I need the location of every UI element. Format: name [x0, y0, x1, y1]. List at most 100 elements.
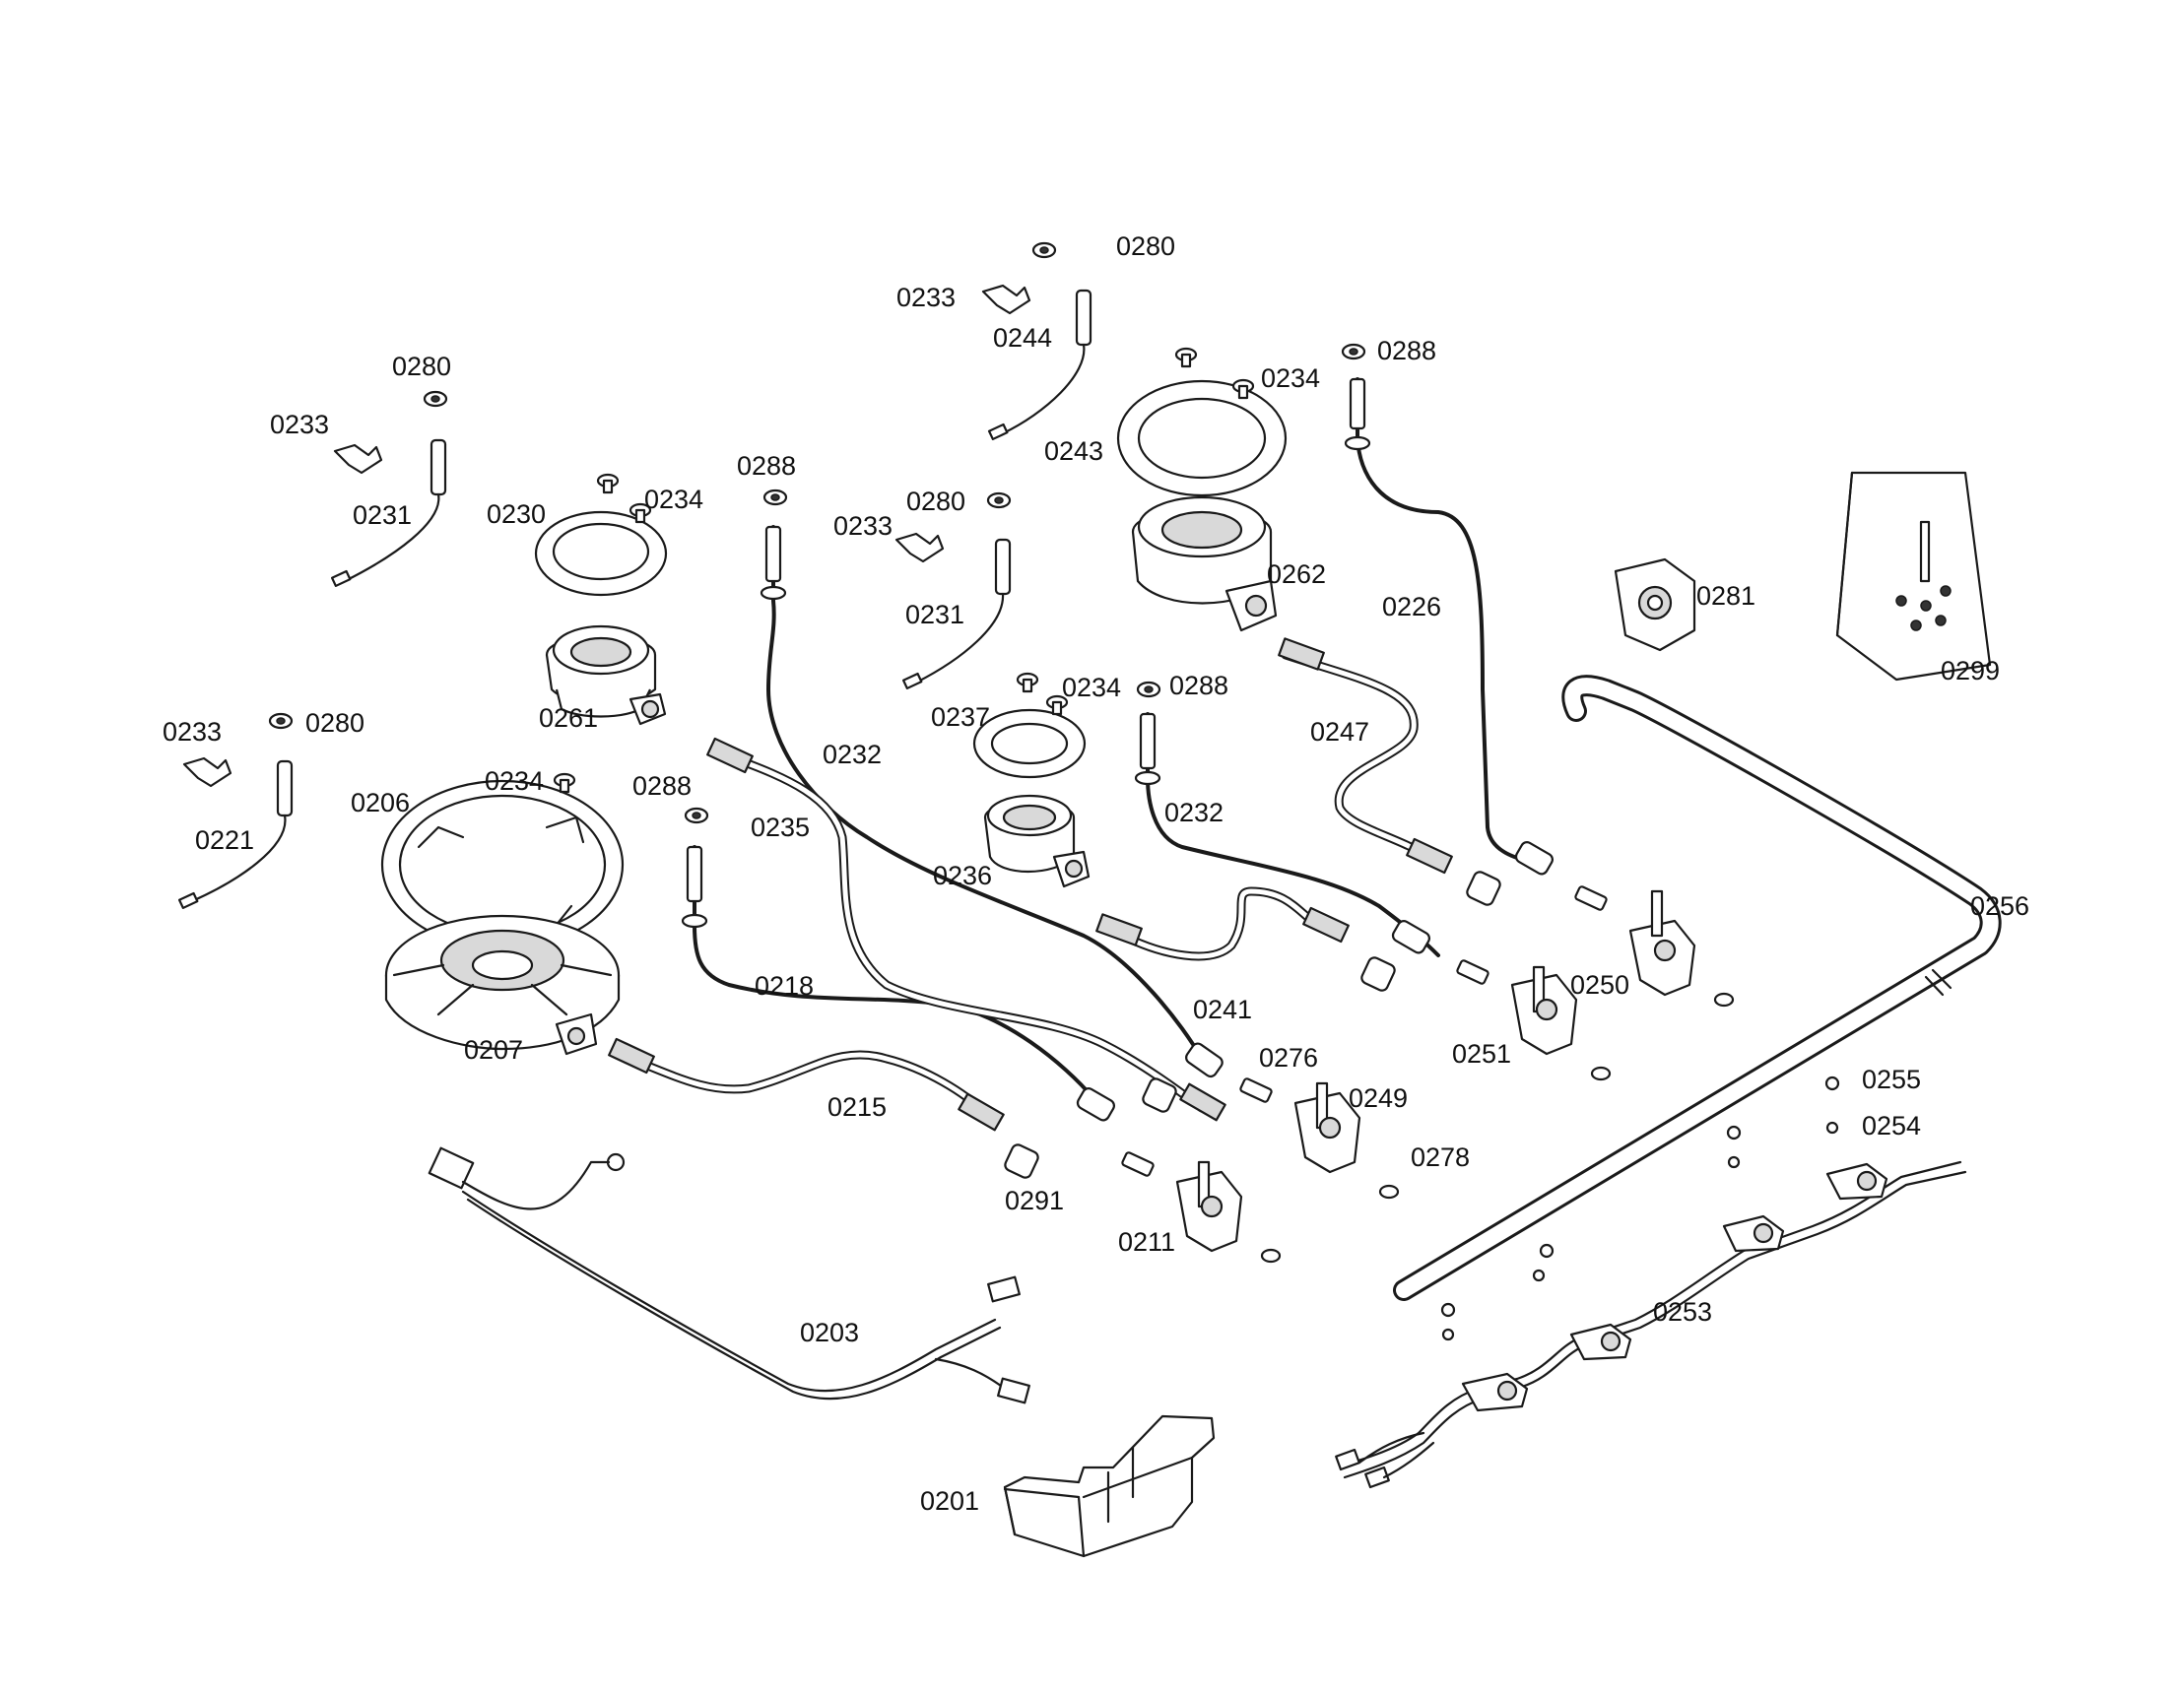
label-0251: 0251 [1452, 1039, 1511, 1069]
label-0231: 0231 [905, 600, 964, 629]
ignition-switch [1461, 1372, 1529, 1412]
label-0237: 0237 [931, 702, 990, 732]
electrode [177, 759, 294, 910]
ignition-switch [1722, 1214, 1785, 1253]
label-0288: 0288 [1169, 671, 1228, 700]
label-0234: 0234 [644, 485, 703, 514]
thermocouple [1134, 712, 1440, 957]
clip [981, 284, 1031, 315]
washer [423, 390, 448, 408]
gas-tube [1278, 637, 1453, 875]
label-0201: 0201 [920, 1486, 979, 1516]
clip [894, 532, 945, 563]
label-0256: 0256 [1970, 891, 2029, 921]
electrode [330, 438, 447, 588]
label-0249: 0249 [1349, 1083, 1408, 1113]
screw [1231, 378, 1255, 400]
electrode [987, 289, 1092, 441]
label-0280: 0280 [392, 352, 451, 381]
thermocouple [760, 525, 1224, 1078]
nozzle [1574, 885, 1608, 911]
label-0254: 0254 [1862, 1111, 1921, 1141]
nozzle [1456, 959, 1489, 985]
label-0288: 0288 [632, 771, 692, 801]
spark-module [1003, 1414, 1216, 1558]
label-0299: 0299 [1941, 656, 2000, 685]
clip [333, 443, 383, 475]
label-0278: 0278 [1411, 1142, 1470, 1172]
gas-valve [1510, 965, 1612, 1081]
label-0288: 0288 [737, 451, 796, 481]
burner-base-center [972, 708, 1091, 888]
label-0232: 0232 [1164, 798, 1224, 827]
thermocouple [1344, 377, 1554, 876]
ignition-harness [1335, 1076, 1967, 1489]
gas-valve [1293, 1081, 1400, 1200]
label-0288: 0288 [1377, 336, 1436, 365]
label-0280: 0280 [1116, 231, 1175, 261]
nut [1142, 1077, 1177, 1113]
screw [1045, 694, 1069, 716]
label-0233: 0233 [896, 283, 956, 312]
screw [1174, 347, 1198, 368]
label-0218: 0218 [755, 971, 814, 1001]
washer [762, 489, 788, 506]
label-0233: 0233 [833, 511, 893, 541]
label-0236: 0236 [933, 861, 992, 890]
thermocouple [681, 845, 1115, 1122]
label-0211: 0211 [1118, 1227, 1175, 1257]
label-0221: 0221 [195, 825, 254, 855]
label-0276: 0276 [1259, 1043, 1318, 1073]
gas-tube [706, 737, 1226, 1122]
label-0281: 0281 [1696, 581, 1755, 611]
gas-tube [1095, 886, 1350, 961]
washer [684, 807, 709, 824]
label-0234: 0234 [485, 766, 544, 796]
label-0207: 0207 [464, 1035, 523, 1065]
screw [629, 502, 652, 524]
main-gas-pipe [1393, 675, 2002, 1301]
pressure-regulator [1614, 557, 1696, 652]
ignition-switch [1569, 1323, 1632, 1361]
label-0231: 0231 [353, 500, 412, 530]
label-0244: 0244 [993, 323, 1052, 353]
burner-base-left [534, 510, 668, 726]
gas-valve [1175, 1160, 1282, 1264]
washer [1031, 241, 1057, 259]
label-0235: 0235 [751, 813, 810, 842]
label-0226: 0226 [1382, 592, 1441, 621]
electrode [901, 538, 1012, 690]
washer [986, 491, 1012, 509]
burner-base-right [1116, 379, 1288, 632]
screw [596, 473, 620, 494]
label-0206: 0206 [351, 788, 410, 817]
nozzle [1239, 1077, 1273, 1103]
label-0280: 0280 [305, 708, 364, 738]
label-0250: 0250 [1570, 970, 1629, 1000]
wiring-harness [428, 1146, 1030, 1404]
label-0262: 0262 [1267, 559, 1326, 589]
parts-bag [1835, 471, 1992, 682]
label-0203: 0203 [800, 1318, 859, 1347]
gas-valve [1628, 889, 1735, 1008]
nozzle [1121, 1151, 1155, 1177]
screw [1016, 672, 1039, 693]
label-0233: 0233 [163, 717, 222, 747]
label-0234: 0234 [1062, 673, 1121, 702]
label-0243: 0243 [1044, 436, 1103, 466]
label-0291: 0291 [1005, 1186, 1064, 1215]
label-0247: 0247 [1310, 717, 1369, 747]
label-0241: 0241 [1193, 995, 1252, 1024]
label-0232: 0232 [823, 740, 882, 769]
washer [268, 712, 294, 730]
ignition-switch [1825, 1162, 1888, 1201]
large-burner-assembly [380, 779, 625, 1056]
label-0261: 0261 [539, 703, 598, 733]
label-0253: 0253 [1653, 1297, 1712, 1327]
washer [1136, 681, 1161, 698]
screw [553, 772, 576, 794]
nut [1004, 1143, 1039, 1179]
nut [1466, 871, 1501, 906]
label-0233: 0233 [270, 410, 329, 439]
